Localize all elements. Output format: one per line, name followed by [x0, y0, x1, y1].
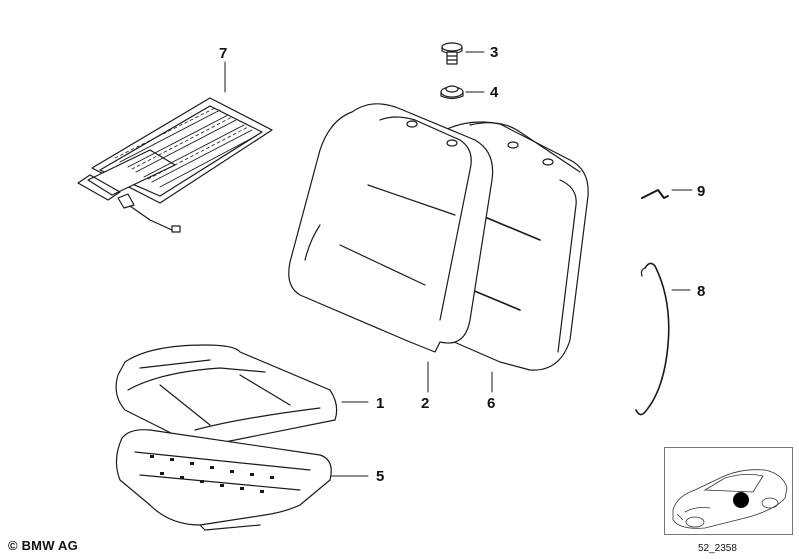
car-silhouette-icon [672, 469, 788, 529]
nut-part[interactable] [440, 85, 464, 100]
car-locator-thumbnail [664, 447, 793, 535]
diagram-code: 52_2358 [698, 543, 737, 554]
screw-part[interactable] [441, 42, 463, 65]
leader-lines [224, 51, 693, 477]
callout-3[interactable]: 3 [490, 44, 498, 61]
callout-8[interactable]: 8 [697, 283, 705, 300]
copyright-text: © BMW AG [8, 538, 78, 553]
backrest-cover-part[interactable] [288, 103, 494, 353]
callout-labels: 7 3 4 1 2 6 5 8 9 [219, 44, 705, 485]
location-marker-icon [733, 492, 749, 508]
seat-foam-pan-part[interactable] [115, 429, 332, 531]
seat-heating-mat-part[interactable] [77, 97, 273, 233]
callout-1[interactable]: 1 [376, 395, 384, 412]
callout-2[interactable]: 2 [421, 395, 429, 412]
callout-6[interactable]: 6 [487, 395, 495, 412]
callout-7[interactable]: 7 [219, 45, 227, 62]
tension-wire-part[interactable] [635, 262, 670, 416]
hook-part[interactable] [641, 189, 669, 199]
callout-4[interactable]: 4 [490, 84, 499, 101]
seat-cushion-cover-part[interactable] [115, 344, 338, 447]
callout-5[interactable]: 5 [376, 468, 384, 485]
callout-9[interactable]: 9 [697, 183, 705, 200]
